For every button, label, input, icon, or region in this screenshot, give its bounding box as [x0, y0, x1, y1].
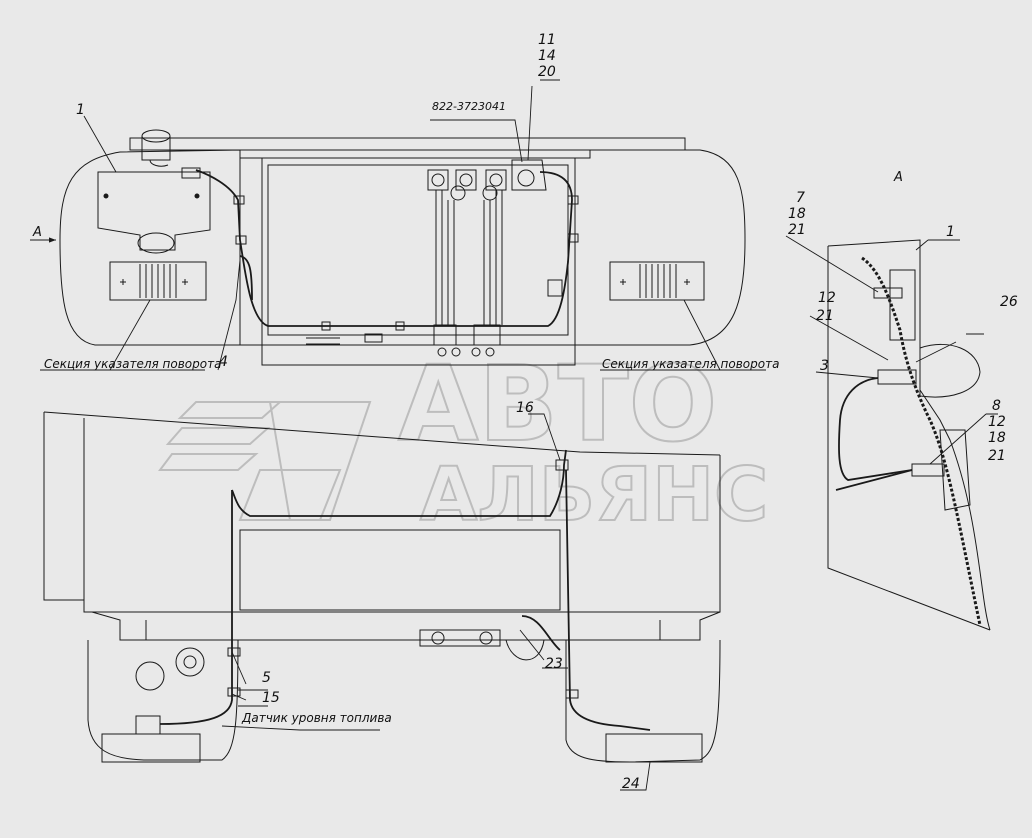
callout-24: 24 [622, 776, 640, 792]
callout-20: 20 [538, 64, 556, 80]
chassis-view [43, 411, 721, 763]
callout-5: 5 [262, 670, 271, 686]
watermark-line1: АВТО [398, 343, 717, 465]
label-turn-section-right: Секция указателя поворота [602, 357, 779, 371]
callout-11: 11 [538, 32, 556, 48]
callout-detail-21b: 21 [816, 308, 834, 324]
callout-15: 15 [262, 690, 280, 706]
fuel-sensor [175, 647, 205, 677]
callout-detail-8: 8 [992, 398, 1001, 414]
fuel-cap [135, 661, 165, 691]
view-a-arrow-label: A [32, 225, 42, 240]
callout-1: 1 [76, 102, 85, 118]
watermark-line2: АЛЬЯНС [420, 452, 768, 538]
part-code: 822-3723041 [432, 100, 506, 113]
callout-detail-18a: 18 [788, 206, 806, 222]
callout-detail-21a: 21 [788, 222, 806, 238]
rear-lamp-left [101, 733, 201, 763]
callout-detail-12b: 12 [988, 414, 1006, 430]
callout-detail-12a: 12 [818, 290, 836, 306]
cab-top-view [59, 129, 746, 366]
callout-23: 23 [545, 656, 563, 672]
washer-tank [97, 171, 211, 251]
callout-4: 4 [219, 354, 228, 370]
watermark: АВТО АЛЬЯНС [158, 342, 769, 539]
view-a-title: A [893, 170, 903, 185]
leader-lines [30, 79, 998, 791]
turn-lamp-left [109, 261, 207, 301]
detail-view-a [827, 239, 991, 631]
turn-lamp-right [609, 261, 705, 301]
callout-detail-21c: 21 [988, 448, 1006, 464]
label-turn-section-left: Секция указателя поворота [44, 357, 221, 371]
rear-lamp-right [605, 733, 703, 763]
wiring-harness-rear [231, 449, 567, 517]
label-fuel-sensor: Датчик уровня топлива [241, 711, 392, 725]
callout-16: 16 [516, 400, 534, 416]
callout-detail-18b: 18 [988, 430, 1006, 446]
wiring-harness-front [195, 169, 573, 327]
watermark-logo-icon [158, 401, 372, 521]
callout-labels: A A 822-3723041 1 4 11 14 20 16 5 15 23 … [32, 32, 1018, 792]
cab-outline [59, 149, 746, 366]
callout-14: 14 [538, 48, 556, 64]
lamp-housing [919, 344, 981, 398]
callout-detail-3: 3 [820, 358, 829, 374]
callout-detail-1: 1 [946, 224, 955, 240]
callout-detail-7: 7 [796, 190, 805, 206]
callout-detail-26: 26 [1000, 294, 1018, 310]
